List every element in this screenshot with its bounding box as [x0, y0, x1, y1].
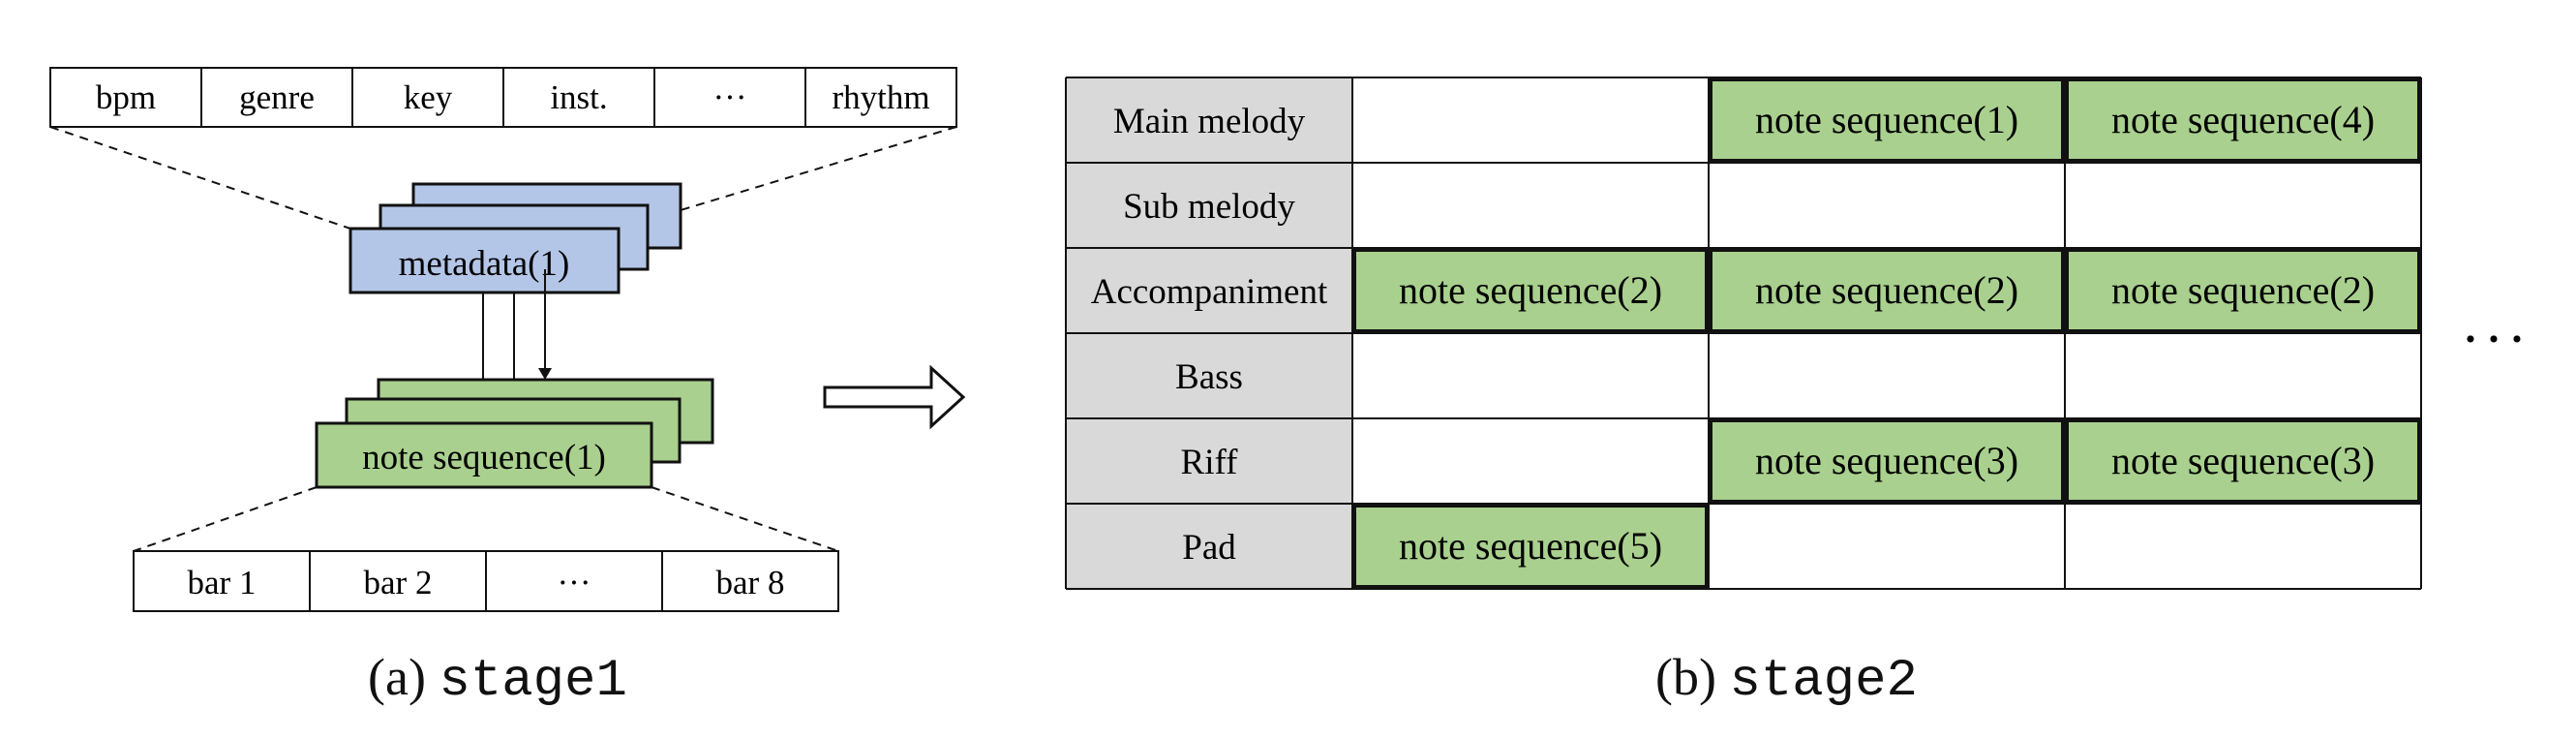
metadata-stack: metadata(1)	[349, 182, 682, 294]
note-sequence-cell-label: note sequence(2)	[1399, 268, 1662, 312]
note-sequence-cell	[1352, 248, 1709, 333]
dashed-projection-line	[49, 126, 351, 230]
track-name: Bass	[1175, 357, 1243, 397]
note-sequence-cell	[2065, 77, 2421, 163]
bar-row: bar 1 bar 2 ··· bar 8	[133, 550, 839, 612]
stage1-panel: bpm genre key inst. ··· rhythm metadata(1) no…	[49, 67, 957, 612]
track-header-cell	[1066, 248, 1352, 333]
bar-label: bar 1	[188, 564, 257, 601]
metadata-field-label: rhythm	[832, 78, 929, 116]
note-sequence-stack: note sequence(1)	[315, 378, 714, 489]
track-header-cell	[1066, 504, 1352, 589]
continuation-ellipsis: ···	[2461, 307, 2531, 371]
caption-name: stage2	[1729, 652, 1918, 711]
note-sequence-cell-label: note sequence(4)	[2111, 98, 2375, 141]
dashed-projection-line	[619, 126, 957, 230]
note-sequence-cell	[1709, 77, 2065, 163]
track-name: Main melody	[1113, 102, 1306, 141]
metadata-field-label: inst.	[550, 78, 607, 116]
bar-label: ···	[558, 564, 591, 601]
note-sequence-cell	[2065, 418, 2421, 504]
track-header-cell	[1066, 163, 1352, 248]
track-name: Riff	[1181, 443, 1239, 482]
right-arrow-icon	[823, 364, 966, 430]
track-header-cell	[1066, 77, 1352, 163]
caption-prefix: (b)	[1655, 648, 1716, 706]
stage2-caption: (b) stage2	[1655, 647, 1918, 711]
track-name: Pad	[1182, 528, 1236, 568]
metadata-field-cell	[49, 67, 202, 128]
metadata-box	[349, 227, 621, 294]
note-sequence-cell-label: note sequence(2)	[1755, 268, 2018, 312]
note-sequence-cell-label: note sequence(5)	[1399, 524, 1662, 568]
metadata-field-cell	[804, 67, 957, 128]
dashed-projection-line	[133, 486, 318, 552]
note-sequence-cell	[1352, 504, 1709, 589]
arrow-head	[538, 368, 552, 380]
metadata-field-cell	[351, 67, 504, 128]
metadata-field-label: bpm	[96, 78, 156, 116]
note-sequence-cell-label: note sequence(3)	[1755, 439, 2018, 482]
caption-name: stage1	[439, 652, 627, 711]
note-sequence-cell	[2065, 248, 2421, 333]
metadata-field-label: key	[404, 78, 453, 116]
note-sequence-cell-label: note sequence(2)	[2111, 268, 2375, 312]
track-name: Sub melody	[1123, 187, 1295, 227]
bar-label: bar 2	[364, 564, 433, 601]
note-sequence-box	[315, 421, 653, 489]
note-sequence-label: note sequence(1)	[362, 438, 606, 477]
note-sequence-cell-label: note sequence(1)	[1755, 98, 2018, 141]
note-sequence-cell	[1709, 418, 2065, 504]
bar-cell	[485, 550, 663, 612]
track-header-cell	[1066, 333, 1352, 418]
bar-cell	[133, 550, 311, 612]
metadata-field-cell	[653, 67, 806, 128]
bar-cell	[661, 550, 839, 612]
dashed-projection-line	[651, 486, 839, 552]
note-sequence-cell	[1709, 248, 2065, 333]
metadata-field-cell	[200, 67, 353, 128]
caption-prefix: (a)	[368, 648, 426, 706]
metadata-field-row: bpm genre key inst. ··· rhythm	[49, 67, 957, 128]
metadata-field-label: genre	[239, 78, 315, 116]
track-name: Accompaniment	[1091, 272, 1328, 312]
note-sequence-cell-label: note sequence(3)	[2111, 439, 2375, 482]
metadata-field-label: ···	[713, 78, 747, 116]
bar-label: bar 8	[716, 564, 785, 601]
metadata-label: metadata(1)	[399, 244, 570, 284]
bar-cell	[309, 550, 487, 612]
stage1-caption: (a) stage1	[368, 647, 627, 711]
track-header-cell	[1066, 418, 1352, 504]
